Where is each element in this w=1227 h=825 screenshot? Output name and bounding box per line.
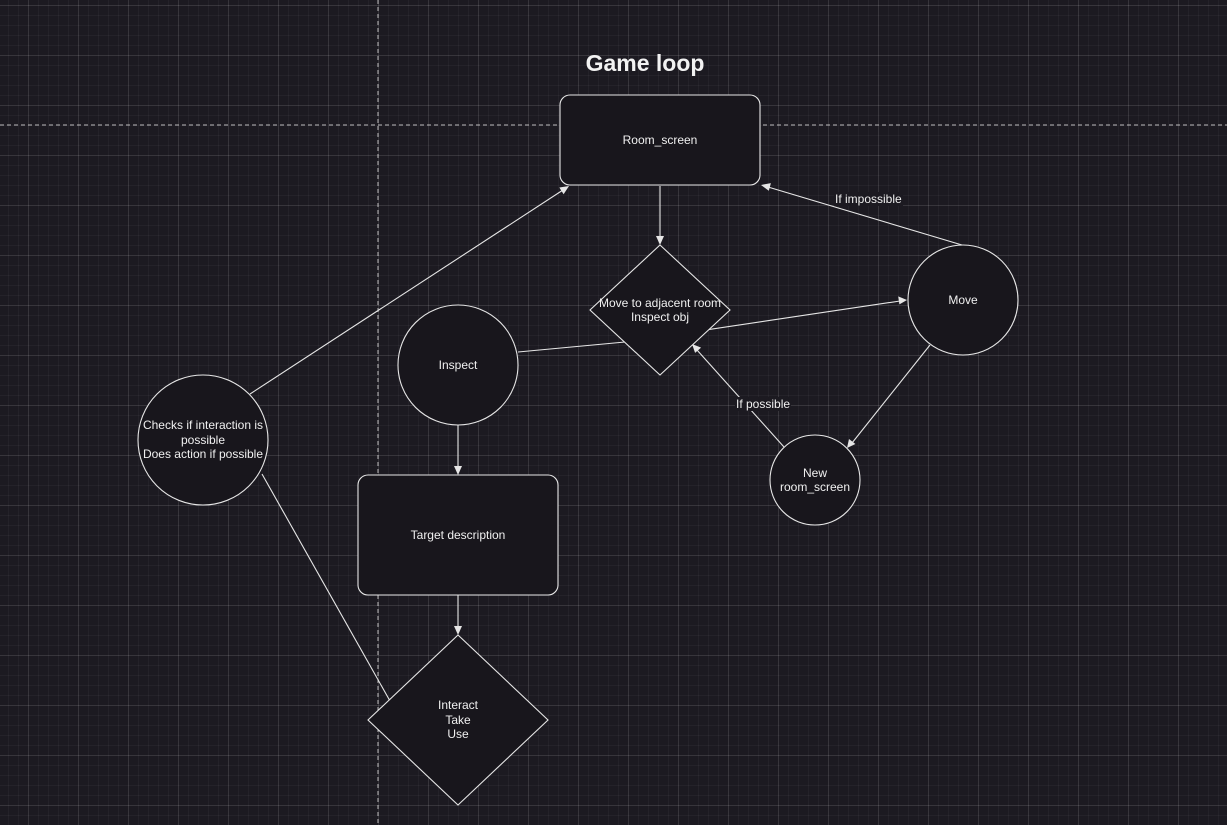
arrowhead — [656, 236, 664, 245]
move-circle-node[interactable] — [907, 244, 1019, 356]
choice-diamond-node[interactable] — [589, 244, 731, 376]
diagram-title: Game loop — [585, 50, 705, 76]
arrowhead — [454, 626, 462, 635]
edge-move-to-room-screen[interactable] — [767, 186, 963, 246]
room-screen-node[interactable] — [559, 94, 761, 186]
arrowhead — [898, 296, 907, 305]
arrowhead — [761, 183, 771, 191]
edge-checks-to-room-screen[interactable] — [249, 189, 564, 395]
inspect-circle-node[interactable] — [397, 304, 519, 426]
edges — [249, 183, 963, 702]
arrowhead — [559, 186, 569, 195]
checks-circle-node[interactable] — [137, 374, 269, 506]
edge-label-if-impossible: If impossible — [834, 192, 903, 206]
edge-inspect-to-choice[interactable] — [517, 341, 626, 353]
edge-label-if-possible: If possible — [735, 397, 792, 411]
new-room-screen-circle-node[interactable] — [769, 434, 861, 526]
arrowhead — [692, 344, 702, 353]
arrowhead — [847, 439, 856, 448]
edge-move-to-new-room-screen[interactable] — [851, 344, 931, 444]
target-description-node[interactable] — [357, 474, 559, 596]
arrowhead — [454, 466, 462, 475]
nodes — [137, 94, 1019, 806]
interact-diamond-node[interactable] — [367, 634, 549, 806]
edge-interact-to-checks[interactable] — [261, 473, 391, 702]
